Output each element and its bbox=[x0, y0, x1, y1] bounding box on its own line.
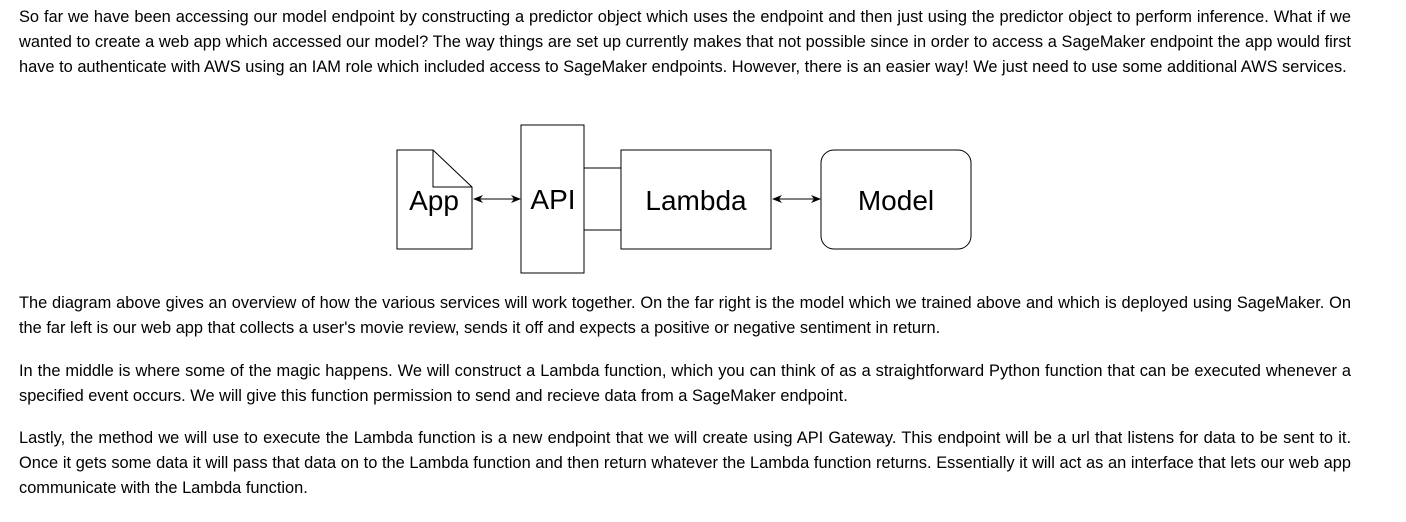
overview-paragraph: The diagram above gives an overview of h… bbox=[19, 294, 1351, 337]
lambda-label: Lambda bbox=[645, 185, 747, 216]
model-label: Model bbox=[858, 185, 934, 216]
model-node: Model bbox=[820, 149, 972, 250]
api-label: API bbox=[530, 184, 575, 215]
api-lambda-connector bbox=[584, 167, 621, 231]
api-node: API bbox=[520, 124, 585, 274]
document-body: So far we have been accessing our model … bbox=[19, 5, 1351, 80]
lambda-node: Lambda bbox=[620, 149, 772, 250]
app-label: App bbox=[409, 185, 459, 216]
lastly-paragraph: Lastly, the method we will use to execut… bbox=[19, 429, 1351, 497]
app-node: App bbox=[396, 149, 473, 250]
middle-paragraph: In the middle is where some of the magic… bbox=[19, 362, 1351, 405]
intro-paragraph: So far we have been accessing our model … bbox=[19, 8, 1351, 76]
